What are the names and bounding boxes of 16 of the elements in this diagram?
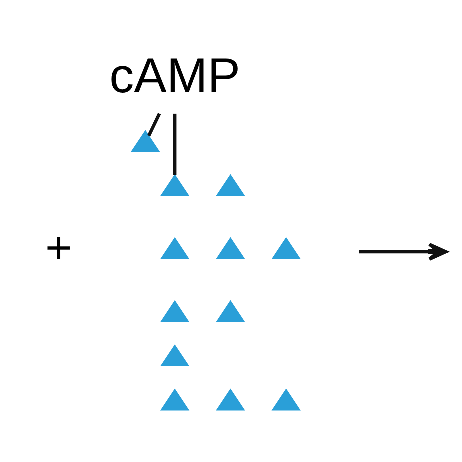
label: + [45,222,72,273]
node-triangle [160,300,190,322]
node-triangle [130,130,160,152]
connector [173,113,177,175]
node-triangle [272,388,301,410]
node-triangle [160,344,190,366]
node-triangle [160,388,190,410]
node-triangle [272,236,301,259]
node-triangle [160,236,190,259]
node-triangle [216,236,246,259]
connector [148,112,162,136]
node-text: cAMP [110,48,241,103]
node-triangle [216,174,246,196]
node-triangle [216,300,246,322]
node-triangle [160,174,190,196]
node-triangle [216,388,246,410]
